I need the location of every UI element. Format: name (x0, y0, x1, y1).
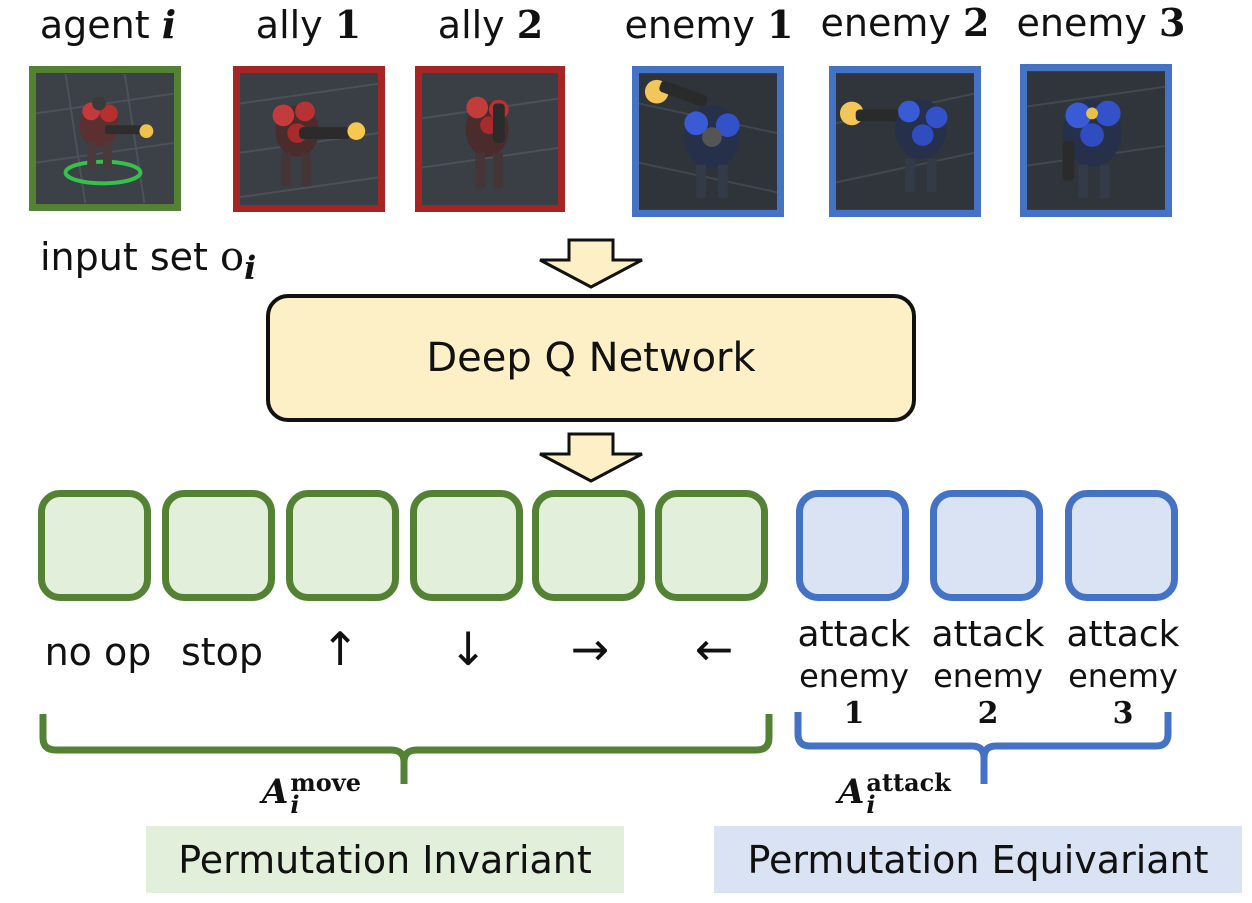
down-arrow-input (539, 238, 643, 289)
action-label-stop: stop (180, 630, 264, 674)
unit-label-ally-1: ally 1 (255, 2, 362, 47)
unit-label-enemy-3: enemy 3 (1016, 0, 1186, 45)
input-set-symbol: o (219, 234, 245, 280)
unit-label-enemy-2: enemy 2 (820, 0, 990, 45)
input-set-subscript: i (244, 248, 257, 287)
attack-action-slot-1 (796, 490, 909, 601)
unit-label-ally-2: ally 2 (437, 2, 544, 47)
move-action-set-label: A move i (262, 768, 362, 819)
down-arrow-icon: ↓ (448, 622, 488, 676)
move-action-slot-up (286, 490, 399, 601)
input-set-label: input set oi (40, 234, 257, 287)
marine-ally-2-image (422, 73, 558, 205)
enemy-3-portrait (1020, 64, 1172, 217)
attack-action-slot-3 (1065, 490, 1178, 601)
deep-q-network-box: Deep Q Network (266, 294, 916, 422)
move-actions-brace (39, 714, 773, 784)
marine-ally-1-image (240, 73, 378, 205)
marine-enemy-3-image (1027, 71, 1165, 210)
attack-label-enemy-2: attack enemy 2 (931, 614, 1045, 731)
marine-enemy-1-image (639, 73, 777, 210)
action-label-no-op: no op (44, 630, 152, 674)
attack-action-set-label: A attack i (838, 768, 951, 819)
ally-1-portrait (233, 66, 385, 212)
enemy-1-portrait (632, 66, 784, 217)
move-action-slot-left (655, 490, 768, 601)
move-action-slot-stop (162, 490, 275, 601)
marine-enemy-2-image (836, 73, 974, 210)
attack-action-slot-2 (930, 490, 1043, 601)
ally-2-portrait (415, 66, 565, 212)
move-action-slot-no-op (38, 490, 151, 601)
marine-agent-image (36, 73, 174, 204)
move-action-slot-right (532, 490, 645, 601)
attack-label-enemy-3: attack enemy 3 (1066, 614, 1180, 731)
move-action-slot-down (410, 490, 523, 601)
agent-portrait (29, 66, 181, 211)
attack-label-enemy-1: attack enemy 1 (797, 614, 911, 731)
unit-label-enemy-1: enemy 1 (624, 2, 794, 47)
enemy-2-portrait (829, 66, 981, 217)
permutation-invariant-band: Permutation Invariant (146, 826, 624, 893)
unit-label-agent: agent i (39, 2, 177, 47)
network-label: Deep Q Network (426, 335, 756, 381)
left-arrow-icon: ← (694, 622, 734, 676)
down-arrow-output (539, 432, 643, 483)
attack-actions-brace (794, 712, 1172, 784)
right-arrow-icon: → (570, 622, 610, 676)
permutation-equivariant-band: Permutation Equivariant (714, 826, 1242, 893)
up-arrow-icon: ↑ (320, 622, 360, 676)
